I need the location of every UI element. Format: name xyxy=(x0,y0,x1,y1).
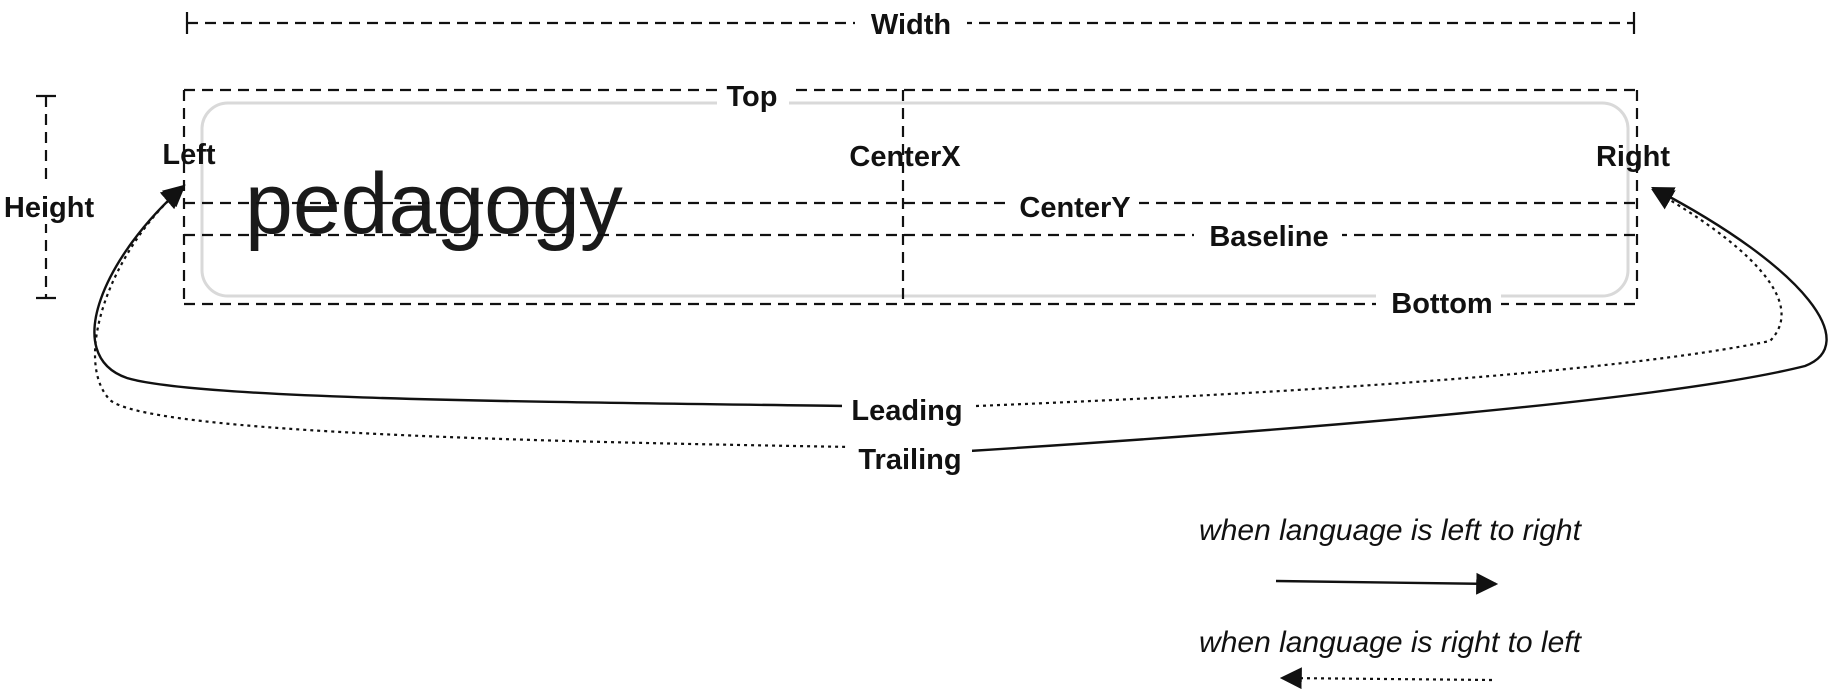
legend-ltr-text: when language is left to right xyxy=(1199,514,1583,547)
baseline-label: Baseline xyxy=(1209,221,1328,253)
right-label: Right xyxy=(1596,141,1670,173)
trailing-curve-ltr xyxy=(968,186,1828,453)
legend-rtl-arrow xyxy=(1279,667,1493,690)
legend-ltr-arrow xyxy=(1275,572,1499,595)
left-label: Left xyxy=(162,139,216,171)
sample-text: pedagogy xyxy=(245,156,623,252)
text-field-outline xyxy=(200,101,1630,298)
height-label: Height xyxy=(4,192,95,224)
top-label: Top xyxy=(727,81,778,113)
legend: when language is left to right when lang… xyxy=(1199,514,1583,690)
trailing-curve-rtl xyxy=(94,186,853,449)
leading-label: Leading xyxy=(851,395,962,427)
trailing-label: Trailing xyxy=(858,444,961,476)
leading-curve-ltr xyxy=(93,184,847,408)
width-label: Width xyxy=(871,9,951,41)
leading-curve-rtl xyxy=(975,188,1783,408)
centery-label: CenterY xyxy=(1019,192,1130,224)
bottom-label: Bottom xyxy=(1391,288,1492,320)
centerx-label: CenterX xyxy=(849,141,961,173)
legend-rtl-text: when language is right to left xyxy=(1199,626,1583,659)
